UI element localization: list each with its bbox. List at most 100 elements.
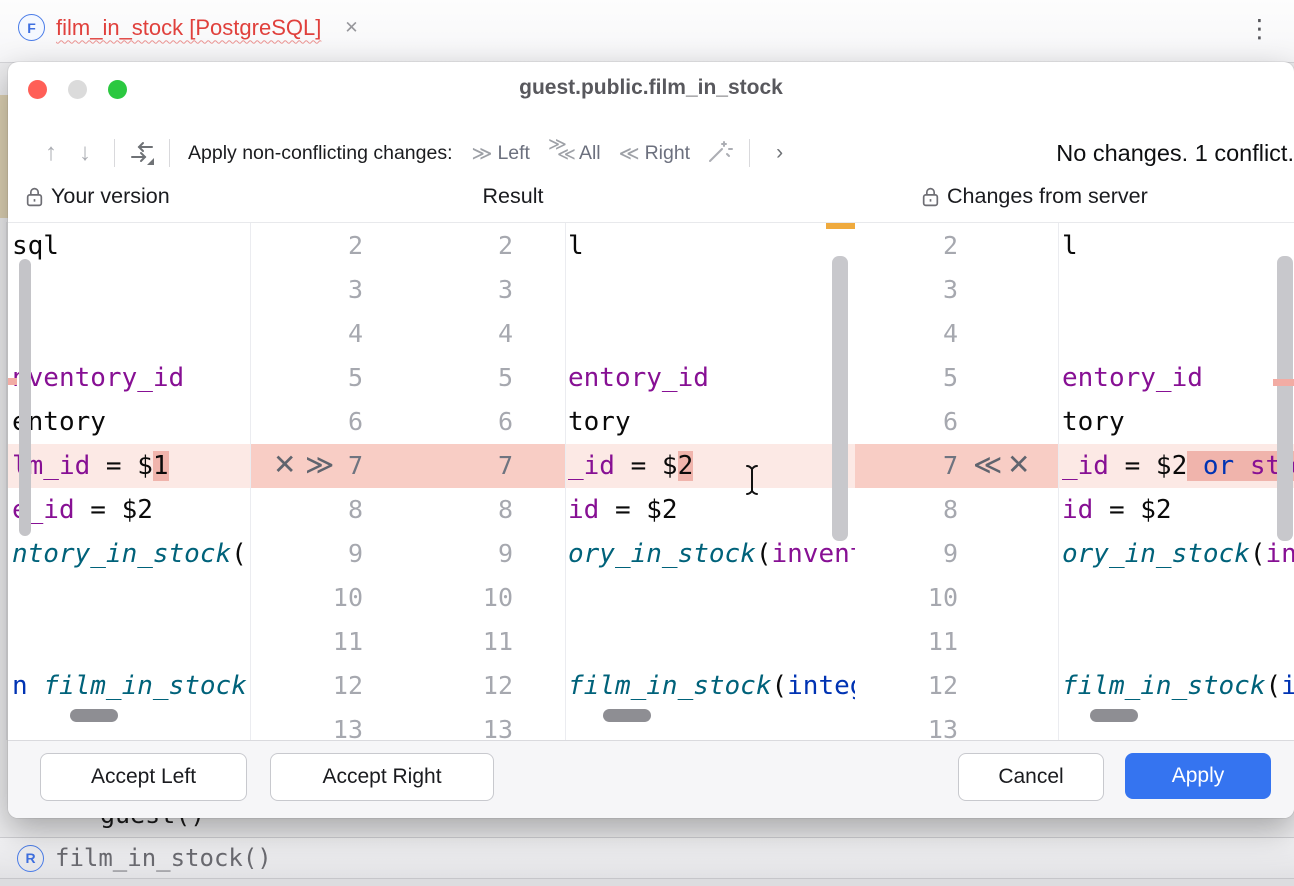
apply-right-button[interactable]: ≪ Right bbox=[618, 141, 691, 165]
line-number: 9 bbox=[942, 539, 958, 568]
line-number: 13 bbox=[927, 715, 958, 741]
magic-resolve-icon[interactable] bbox=[703, 138, 734, 168]
next-change-icon[interactable]: ↓ bbox=[79, 139, 91, 166]
structure-row[interactable]: R film_in_stock() bbox=[0, 838, 1294, 878]
code-line[interactable]: ory_in_stock(invent bbox=[568, 539, 855, 569]
line-number: 8 bbox=[347, 495, 363, 524]
line-number: 11 bbox=[482, 627, 513, 656]
gutter-row: 8 bbox=[855, 488, 1058, 532]
status-strip bbox=[0, 879, 1294, 886]
code-line[interactable]: id = $2 bbox=[1062, 495, 1172, 525]
code-line[interactable]: id = $2 bbox=[568, 495, 678, 525]
left-horizontal-scrollbar[interactable] bbox=[70, 709, 118, 722]
zoom-window-icon[interactable] bbox=[108, 80, 127, 99]
line-number: 7 bbox=[942, 451, 958, 480]
line-number: 5 bbox=[942, 363, 958, 392]
accept-left-button[interactable]: Accept Left bbox=[40, 753, 247, 801]
line-number: 5 bbox=[347, 363, 363, 392]
apply-button[interactable]: Apply bbox=[1125, 753, 1271, 799]
apply-all-button[interactable]: ≫≪ All bbox=[547, 134, 601, 164]
tab-film-in-stock[interactable]: F film_in_stock [PostgreSQL] ✕ bbox=[18, 14, 359, 41]
background-gutter-line bbox=[6, 222, 7, 740]
code-line[interactable]: entory_id bbox=[1062, 363, 1203, 393]
left-vertical-scrollbar[interactable] bbox=[19, 259, 31, 536]
code-line[interactable]: n film_in_stock bbox=[12, 671, 247, 701]
right-horizontal-scrollbar[interactable] bbox=[1090, 709, 1138, 722]
apply-change-left-icon[interactable]: ≪ bbox=[973, 448, 1003, 481]
code-line[interactable]: _id = $2 bbox=[566, 444, 855, 488]
close-window-icon[interactable] bbox=[28, 80, 47, 99]
line-number: 10 bbox=[482, 583, 513, 612]
tab-close-icon[interactable]: ✕ bbox=[344, 17, 359, 37]
code-line[interactable]: sql bbox=[12, 231, 59, 261]
ignore-change-icon[interactable]: ✕ bbox=[273, 448, 297, 481]
pane-header-changes-from-server: Changes from server bbox=[920, 184, 1148, 209]
code-line[interactable]: lm_id = $1 bbox=[8, 444, 250, 488]
routine-icon: R bbox=[17, 844, 44, 872]
tab-title: film_in_stock [PostgreSQL] bbox=[56, 14, 322, 40]
code-line[interactable]: entory bbox=[12, 407, 106, 437]
gutter-row: 7 7 ✕≫ bbox=[251, 444, 565, 488]
code-line[interactable]: tory bbox=[568, 407, 631, 437]
cancel-button[interactable]: Cancel bbox=[958, 753, 1104, 801]
line-number: 2 bbox=[497, 231, 513, 260]
line-number: 4 bbox=[347, 319, 363, 348]
code-line[interactable]: e_id = $2 bbox=[12, 495, 153, 525]
apply-all-changes-icon[interactable] bbox=[127, 138, 157, 168]
apply-change-right-icon[interactable]: ≫ bbox=[305, 448, 335, 481]
warning-stripe-marker bbox=[826, 223, 855, 229]
right-vertical-scrollbar[interactable] bbox=[1277, 256, 1293, 541]
code-line[interactable]: ntory_in_stock( bbox=[12, 539, 247, 569]
divider bbox=[0, 878, 1294, 879]
code-line[interactable]: entory_id bbox=[568, 363, 709, 393]
expand-toolbar-icon[interactable]: › bbox=[776, 141, 784, 164]
code-line[interactable]: ory_in_stock(in bbox=[1062, 539, 1294, 569]
result-vertical-scrollbar[interactable] bbox=[832, 256, 848, 541]
gutter-row: 13 bbox=[855, 708, 1058, 741]
apply-left-button[interactable]: ≫ Left bbox=[471, 141, 530, 165]
previous-change-icon[interactable]: ↑ bbox=[45, 139, 57, 166]
code-line[interactable]: l bbox=[1062, 231, 1078, 261]
pane-headers: Your version Result Changes from server bbox=[8, 184, 1294, 222]
code-line[interactable]: film_in_stock(integ bbox=[568, 671, 855, 701]
line-number: 7 bbox=[497, 451, 513, 480]
lock-icon bbox=[26, 187, 43, 206]
result-horizontal-scrollbar[interactable] bbox=[603, 709, 651, 722]
code-line[interactable]: film_in_stock(i bbox=[1062, 671, 1294, 701]
chevron-double-right-icon: ≫ bbox=[471, 141, 493, 165]
line-number: 7 bbox=[347, 451, 363, 480]
code-line[interactable]: l bbox=[568, 231, 584, 261]
gutter-row: 9 bbox=[855, 532, 1058, 576]
code-line[interactable]: nventory_id bbox=[12, 363, 185, 393]
apply-nonconflicting-label: Apply non-conflicting changes: bbox=[188, 141, 453, 164]
window-controls bbox=[28, 80, 127, 99]
line-number: 8 bbox=[942, 495, 958, 524]
more-options-icon[interactable]: ⋮ bbox=[1247, 15, 1272, 43]
line-number: 4 bbox=[942, 319, 958, 348]
gutter-row: 2 bbox=[855, 224, 1058, 268]
dialog-footer: Accept Left Accept Right Cancel Apply bbox=[8, 740, 1294, 818]
code-line[interactable]: _id = $2 or sto bbox=[1059, 444, 1294, 488]
minimize-window-icon[interactable] bbox=[68, 80, 87, 99]
code-line[interactable]: tory bbox=[1062, 407, 1125, 437]
line-number: 5 bbox=[497, 363, 513, 392]
ignore-change-icon[interactable]: ✕ bbox=[1007, 448, 1031, 481]
line-number: 13 bbox=[332, 715, 363, 741]
accept-right-button[interactable]: Accept Right bbox=[270, 753, 494, 801]
line-number: 10 bbox=[927, 583, 958, 612]
text-cursor-pointer bbox=[743, 463, 761, 497]
function-icon: F bbox=[18, 14, 45, 41]
merge-dialog: guest.public.film_in_stock ↑ ↓ Apply non… bbox=[8, 62, 1294, 818]
